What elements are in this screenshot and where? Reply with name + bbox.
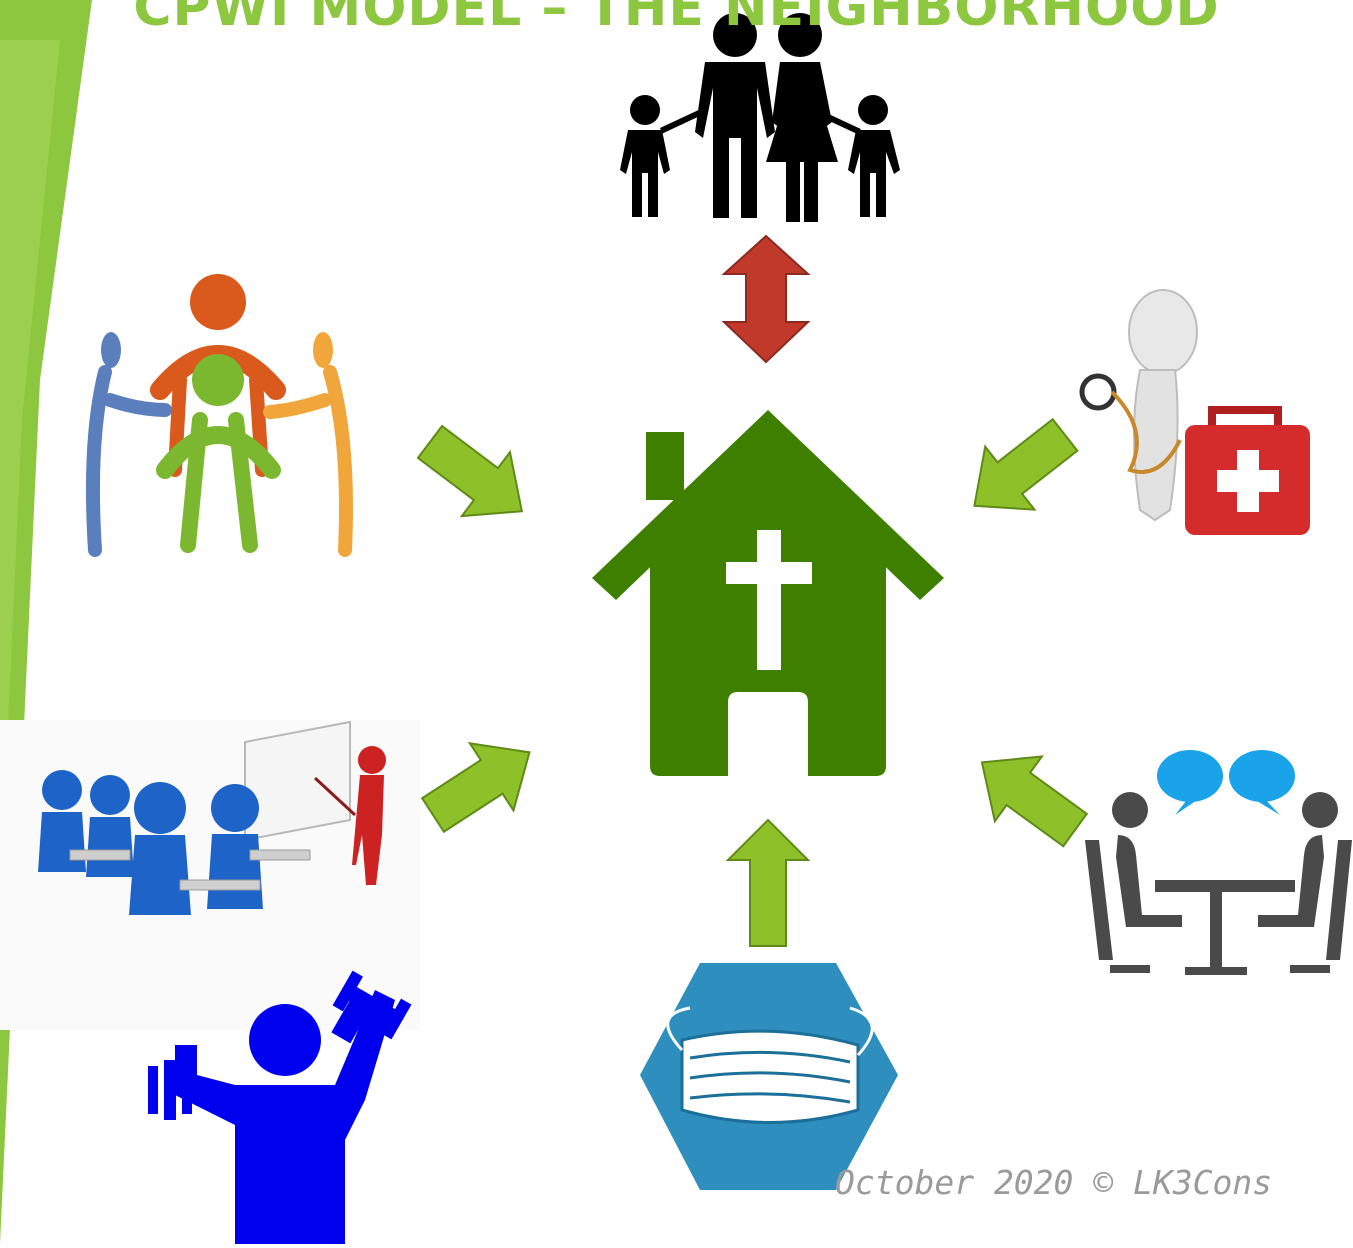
red-double-arrow — [721, 234, 811, 364]
arrow-meeting-to-center — [980, 755, 1089, 848]
footer-copyright: October 2020 © LK3Cons — [835, 1163, 1273, 1202]
arrow-community-to-center — [416, 424, 524, 518]
arrow-classroom-to-center — [420, 742, 531, 834]
exercise-dumbbell-icon — [148, 970, 412, 1245]
slide-title: CPWI MODEL – THE NEIGHBORHOOD — [133, 0, 1220, 38]
cross-icon — [726, 530, 812, 670]
meeting-conversation-icon — [1085, 750, 1352, 975]
face-mask-icon — [640, 963, 898, 1190]
left-accent-band-inner — [0, 40, 60, 900]
arrow-doctor-to-center — [973, 417, 1079, 511]
doctor-medical-kit-icon — [1060, 250, 1350, 570]
arrow-mask-to-center — [725, 818, 811, 947]
family-icon — [620, 13, 900, 222]
community-circle-icon — [85, 274, 353, 557]
